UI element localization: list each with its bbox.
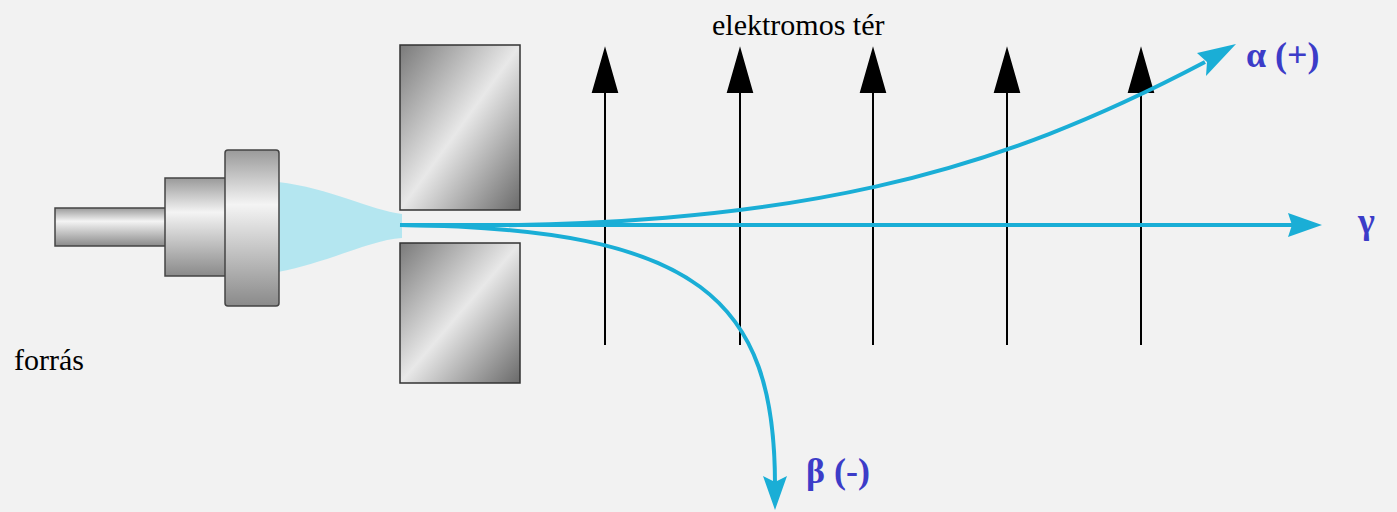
source-flange xyxy=(225,150,279,306)
collimator-block xyxy=(400,45,520,210)
gamma-label: γ xyxy=(1358,202,1375,242)
source-body xyxy=(165,178,227,276)
collimator-block xyxy=(400,243,520,383)
alpha-label: α (+) xyxy=(1246,36,1320,76)
beta-label: β (-) xyxy=(806,452,870,492)
source-label: forrás xyxy=(14,343,84,376)
source-rod xyxy=(55,208,167,246)
ray-heads xyxy=(763,44,1322,510)
radiation-rays xyxy=(400,62,1300,485)
field-arrows xyxy=(593,50,1153,345)
field-label: elektromos tér xyxy=(712,8,884,41)
source-beam xyxy=(278,182,402,272)
